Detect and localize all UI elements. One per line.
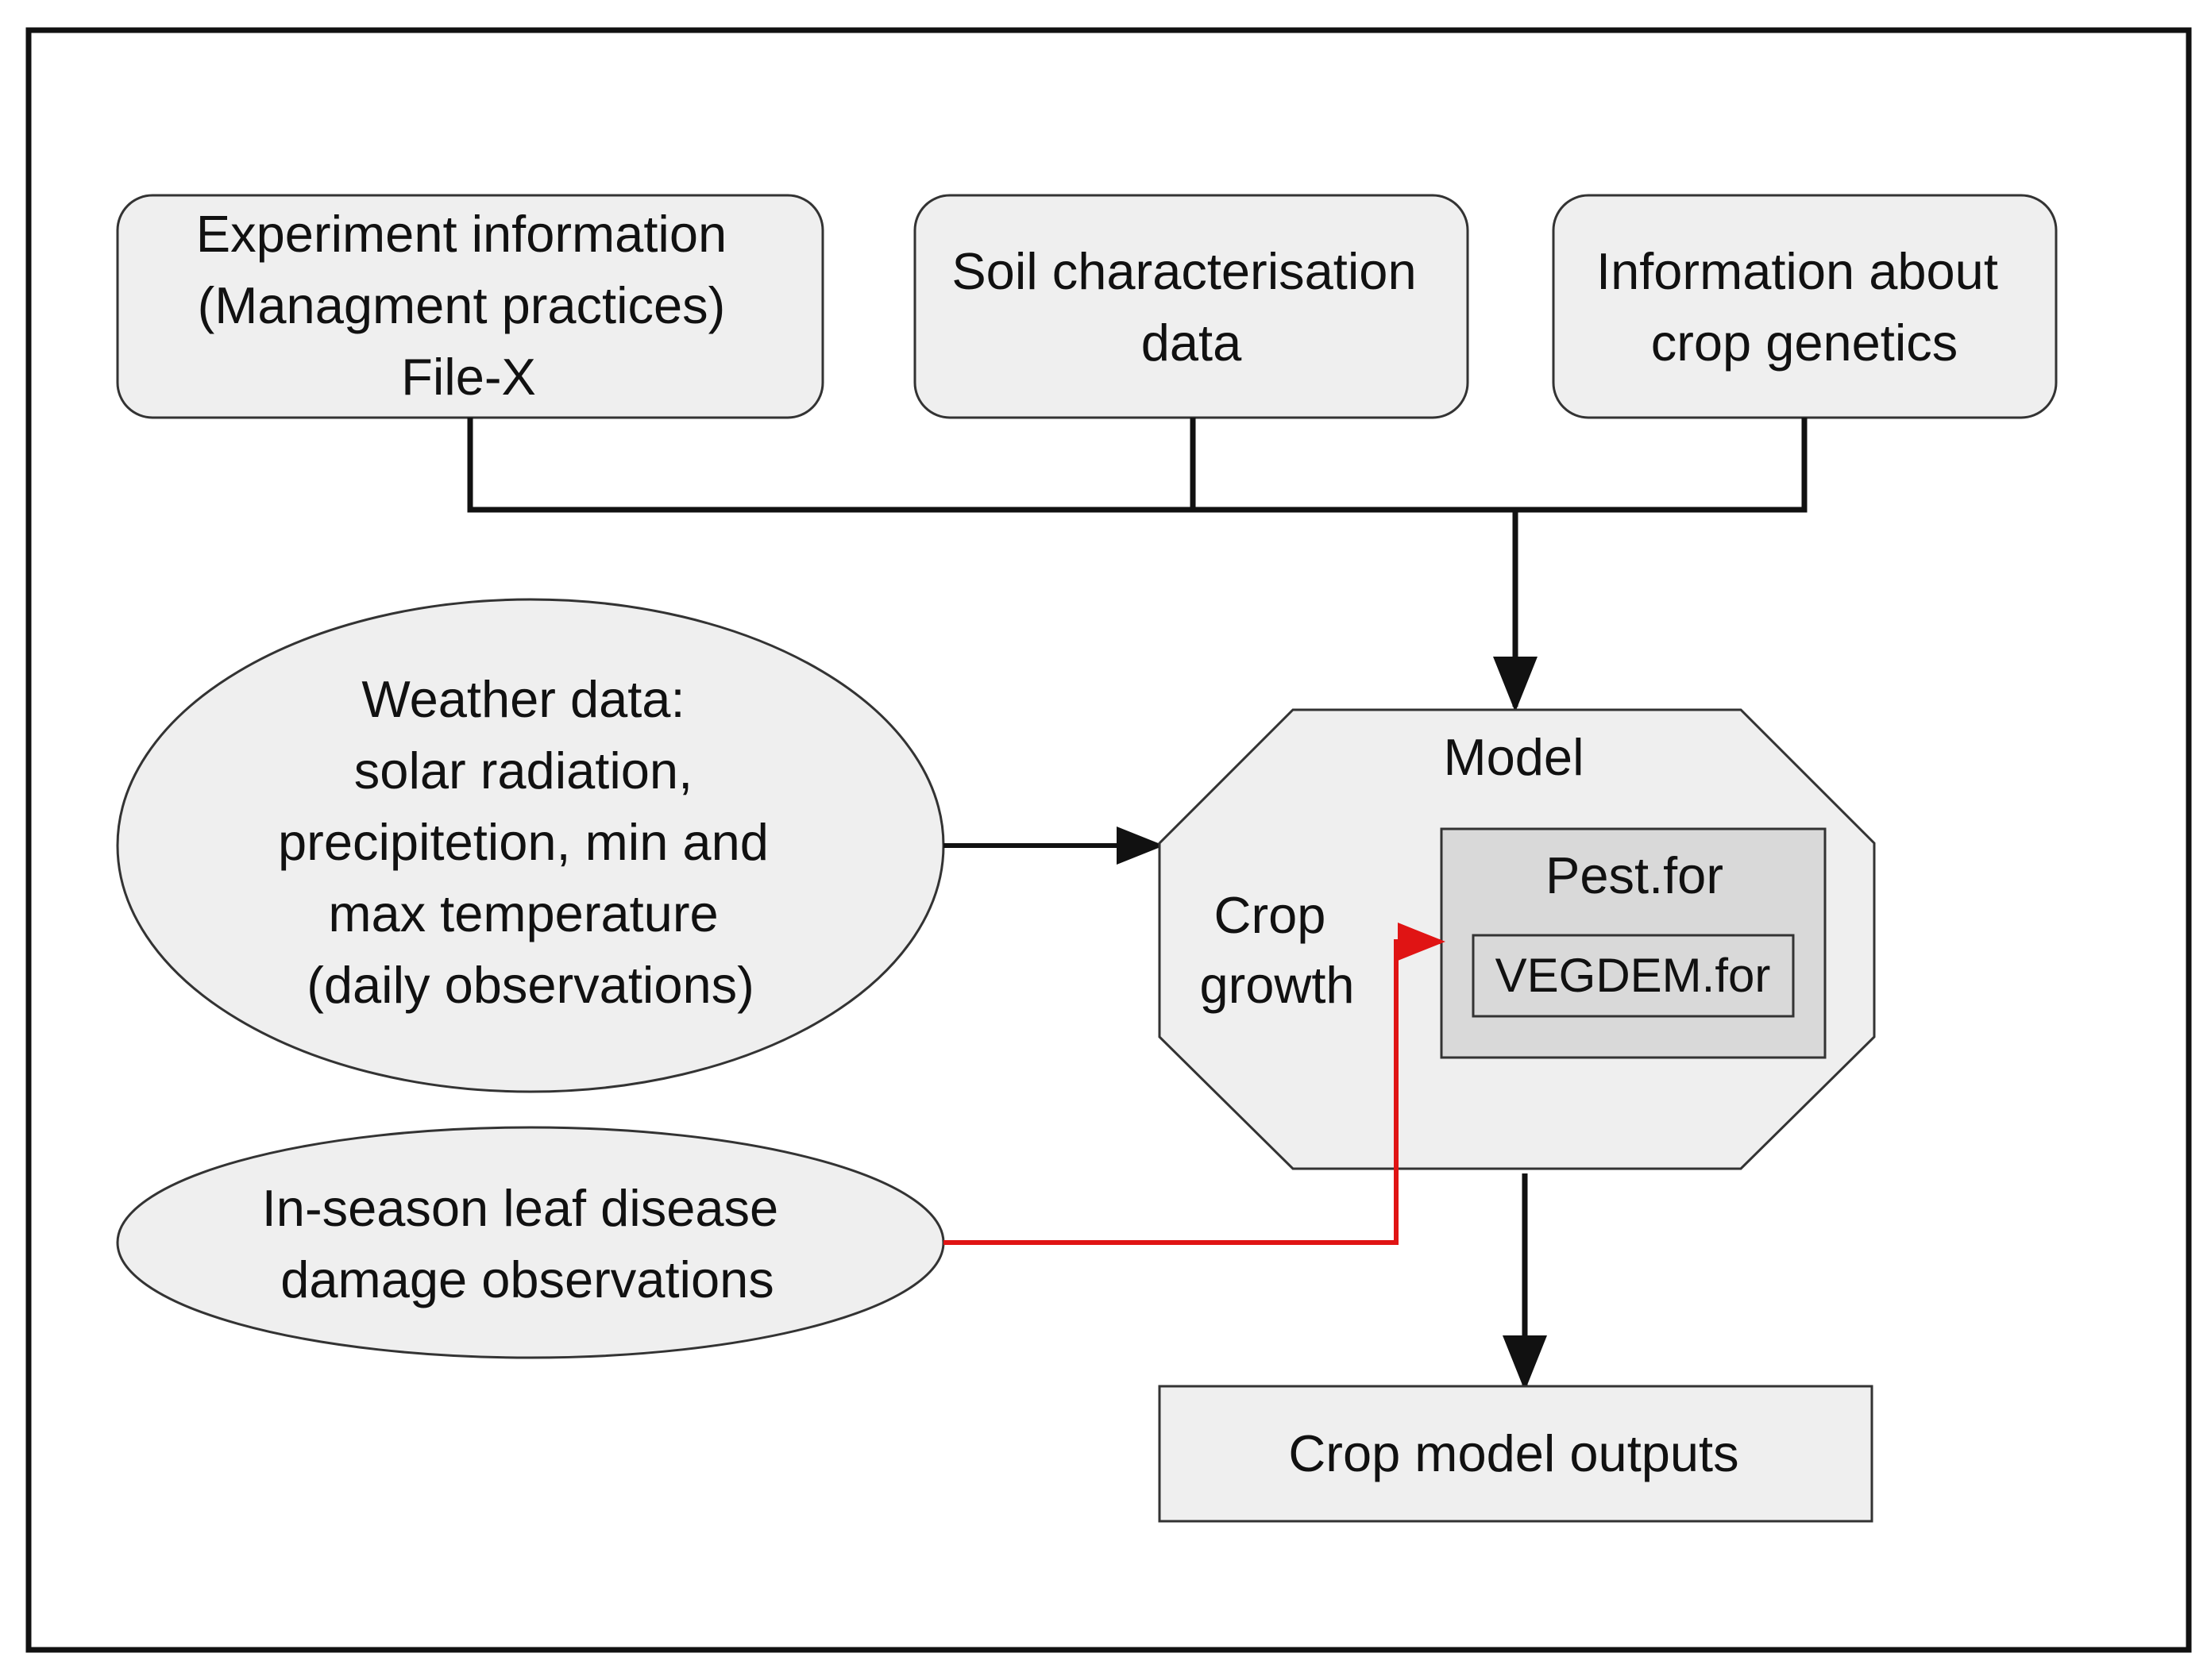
crop-genetics-box xyxy=(1552,194,2058,419)
model-title: Model xyxy=(1443,728,1584,786)
vegdem-module-label: VEGDEM.for xyxy=(1495,949,1771,1002)
crop-model-outputs-box xyxy=(1158,1385,1873,1523)
disease-to-pest-arrow xyxy=(943,923,1445,1245)
vegdem-module-box xyxy=(1472,934,1795,1018)
disease-observations-ellipse xyxy=(116,1126,945,1359)
crop-genetics-text: Information about crop genetics xyxy=(1596,242,2012,372)
crop-growth-label: Crop growth xyxy=(1199,886,1354,1014)
top-connector xyxy=(467,418,1808,513)
disease-observations-text: In-season leaf disease damage observatio… xyxy=(262,1179,793,1308)
weather-data-text: Weather data: solar radiation, precipite… xyxy=(278,670,783,1014)
pest-module-label: Pest.for xyxy=(1545,846,1723,904)
soil-data-box xyxy=(913,194,1469,419)
experiment-info-text: Experiment information (Managment practi… xyxy=(196,205,741,406)
soil-data-text: Soil characterisation data xyxy=(951,242,1430,372)
crop-model-outputs-label: Crop model outputs xyxy=(1288,1424,1738,1482)
outer-frame xyxy=(25,27,2192,1653)
